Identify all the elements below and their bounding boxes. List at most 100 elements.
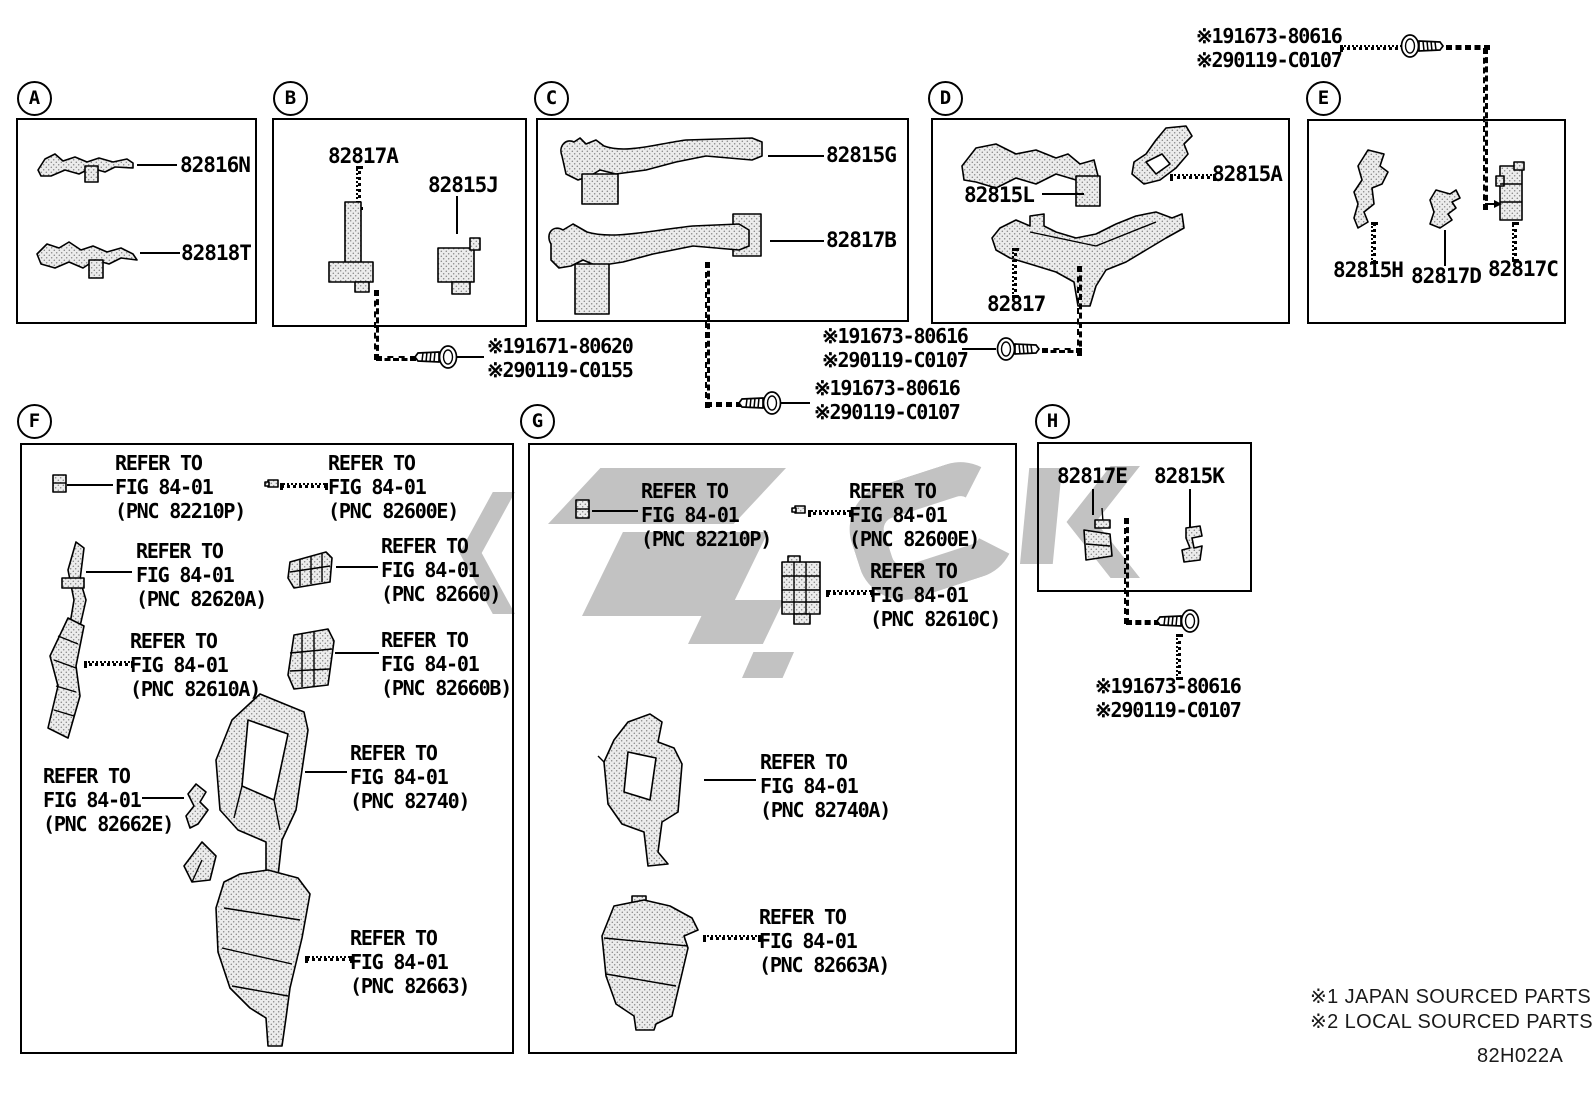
screw-icon bbox=[413, 345, 458, 369]
leader-line bbox=[826, 590, 874, 595]
diagram-code: 82H022A bbox=[1477, 1045, 1564, 1067]
refer-note: REFER TO FIG 84-01 (PNC 82660B) bbox=[381, 628, 512, 700]
section-a-box bbox=[16, 118, 257, 324]
refer-line: FIG 84-01 bbox=[115, 475, 214, 499]
refer-note: REFER TO FIG 84-01 (PNC 82740) bbox=[350, 741, 470, 813]
part-82817d-drawing bbox=[1429, 189, 1461, 229]
fastener-part-number: ※290119-C0107 bbox=[822, 348, 969, 372]
refer-line: FIG 84-01 bbox=[381, 558, 480, 582]
leader-line bbox=[140, 252, 180, 254]
part-number: 82815K bbox=[1154, 464, 1225, 488]
section-c-label: C bbox=[534, 81, 569, 116]
fastener-part-number: ※191673-80616 bbox=[1196, 24, 1343, 48]
part-number: 82816N bbox=[180, 153, 251, 177]
fastener-part-number: ※191673-80616 bbox=[814, 376, 961, 400]
part-number: 82815G bbox=[826, 143, 897, 167]
leader-line bbox=[808, 510, 852, 515]
dashed-connector bbox=[1042, 348, 1082, 353]
refer-line: (PNC 82662E) bbox=[43, 812, 174, 836]
refer-line: (PNC 82210P) bbox=[115, 499, 246, 523]
part-82817b-drawing bbox=[548, 213, 762, 315]
part-82817e-drawing bbox=[1083, 507, 1113, 561]
refer-line: FIG 84-01 bbox=[641, 503, 740, 527]
refer-line: REFER TO bbox=[43, 764, 131, 788]
part-number: 82817A bbox=[328, 144, 399, 168]
part-wedge-drawing bbox=[183, 841, 217, 883]
refer-note: REFER TO FIG 84-01 (PNC 82740A) bbox=[760, 750, 891, 822]
refer-line: REFER TO bbox=[136, 539, 224, 563]
part-82816n-drawing bbox=[37, 153, 134, 183]
refer-line: (PNC 82600E) bbox=[849, 527, 980, 551]
refer-line: FIG 84-01 bbox=[350, 765, 449, 789]
section-f-label: F bbox=[17, 404, 52, 439]
refer-note: REFER TO FIG 84-01 (PNC 82210P) bbox=[641, 479, 772, 551]
refer-line: (PNC 82663) bbox=[350, 974, 470, 998]
refer-line: FIG 84-01 bbox=[328, 475, 427, 499]
screw-icon bbox=[996, 337, 1041, 361]
leader-line bbox=[962, 348, 996, 350]
leader-line bbox=[305, 956, 353, 961]
leader-line bbox=[770, 240, 824, 242]
part-panel-drawing bbox=[215, 869, 311, 1047]
part-number: 82815J bbox=[428, 173, 499, 197]
refer-line: FIG 84-01 bbox=[759, 929, 858, 953]
section-h-label: H bbox=[1035, 404, 1070, 439]
dashed-connector bbox=[1446, 45, 1490, 50]
part-82815h-drawing bbox=[1353, 149, 1389, 229]
refer-line: REFER TO bbox=[115, 451, 203, 475]
fastener-label: ※191673-80616 ※290119-C0107 bbox=[1095, 674, 1242, 722]
part-number: 82817D bbox=[1411, 264, 1482, 288]
refer-line: (PNC 82600E) bbox=[328, 499, 459, 523]
arrow-icon bbox=[1485, 200, 1502, 208]
leader-line bbox=[1189, 489, 1191, 529]
section-h-box bbox=[1037, 442, 1252, 592]
part-number: 82818T bbox=[181, 241, 252, 265]
refer-line: REFER TO bbox=[849, 479, 937, 503]
refer-note: REFER TO FIG 84-01 (PNC 82620A) bbox=[136, 539, 267, 611]
part-82817c-drawing bbox=[1495, 161, 1525, 221]
section-f-box bbox=[20, 443, 514, 1054]
part-82815k-drawing bbox=[1181, 525, 1203, 563]
leader-line bbox=[704, 779, 756, 781]
part-82818t-drawing bbox=[36, 241, 138, 279]
screw-icon bbox=[1155, 609, 1200, 633]
part-number: 82815L bbox=[964, 183, 1035, 207]
leader-line bbox=[1512, 222, 1517, 262]
refer-note: REFER TO FIG 84-01 (PNC 82610A) bbox=[130, 629, 261, 701]
refer-line: REFER TO bbox=[641, 479, 729, 503]
refer-line: FIG 84-01 bbox=[136, 563, 235, 587]
refer-line: (PNC 82663A) bbox=[759, 953, 890, 977]
part-number: 82817C bbox=[1488, 257, 1559, 281]
refer-line: (PNC 82740) bbox=[350, 789, 470, 813]
refer-line: (PNC 82660B) bbox=[381, 676, 512, 700]
part-82815g-drawing bbox=[560, 137, 763, 205]
screw-icon bbox=[1400, 34, 1445, 58]
section-b-label: B bbox=[273, 81, 308, 116]
section-g-box bbox=[528, 443, 1017, 1054]
part-number: 82817B bbox=[826, 228, 897, 252]
fastener-part-number: ※290119-C0107 bbox=[1095, 698, 1242, 722]
refer-line: FIG 84-01 bbox=[870, 583, 969, 607]
refer-note: REFER TO FIG 84-01 (PNC 82663) bbox=[350, 926, 470, 998]
part-82817a-drawing bbox=[328, 201, 374, 293]
refer-line: FIG 84-01 bbox=[350, 950, 449, 974]
fastener-part-number: ※290119-C0107 bbox=[1196, 48, 1343, 72]
fastener-part-number: ※191673-80616 bbox=[1095, 674, 1242, 698]
dashed-connector bbox=[1077, 266, 1082, 356]
refer-line: REFER TO bbox=[350, 741, 438, 765]
refer-line: (PNC 82610A) bbox=[130, 677, 261, 701]
refer-line: FIG 84-01 bbox=[760, 774, 859, 798]
fastener-part-number: ※191671-80620 bbox=[487, 334, 634, 358]
refer-line: (PNC 82610C) bbox=[870, 607, 1001, 631]
leader-line bbox=[142, 797, 184, 799]
leader-line bbox=[1092, 489, 1094, 515]
part-junction-block-drawing bbox=[781, 555, 821, 625]
refer-line: REFER TO bbox=[381, 628, 469, 652]
part-82815l-drawing bbox=[961, 143, 1101, 207]
section-a-label: A bbox=[17, 81, 52, 116]
leader-line bbox=[780, 402, 810, 404]
part-clip-drawing bbox=[52, 474, 67, 493]
legend-note-2: ※2 LOCAL SOURCED PARTS bbox=[1310, 1011, 1592, 1033]
refer-note: REFER TO FIG 84-01 (PNC 82663A) bbox=[759, 905, 890, 977]
